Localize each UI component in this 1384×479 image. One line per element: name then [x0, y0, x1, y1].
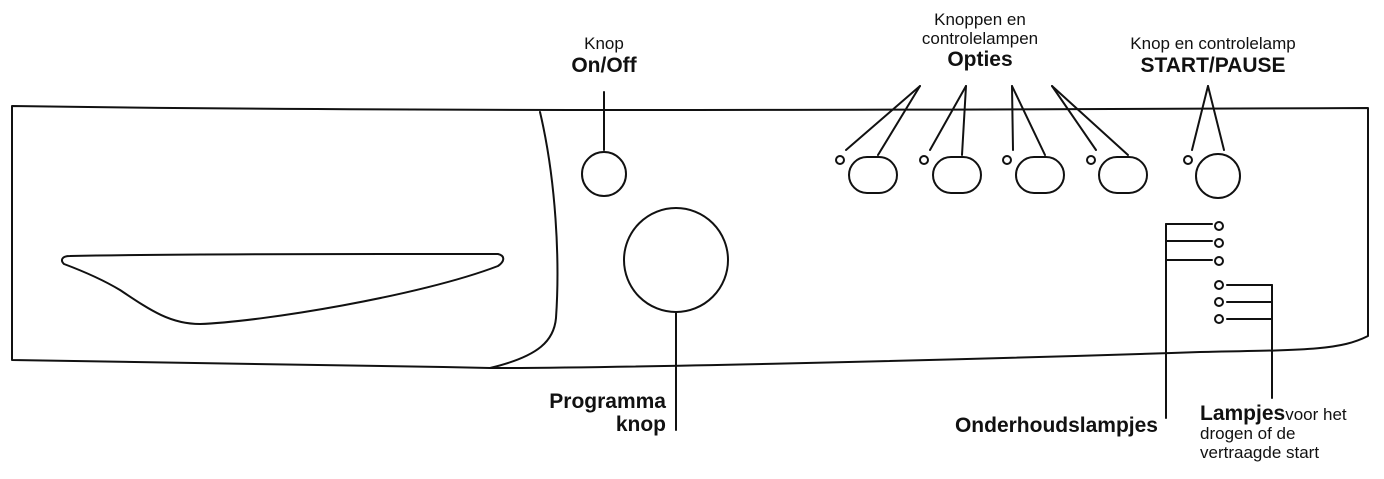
maintenance-lamp-1: [1214, 221, 1224, 231]
detergent-drawer-divider: [489, 111, 559, 369]
option-button-1: [848, 156, 898, 194]
start-pause-button: [1195, 153, 1241, 199]
drying-lamps-label-bold: Lampjes: [1200, 402, 1286, 425]
drying-lamps-label: Lampjesvoor het drogen of de vertraagde …: [1200, 402, 1380, 462]
option-button-4: [1098, 156, 1148, 194]
program-knob-label-line1: Programma: [549, 390, 666, 413]
start-pause-label-line1: Knop en controlelamp: [1130, 34, 1296, 53]
program-knob-label: Programma knop: [500, 390, 666, 436]
program-knob-label-line2: knop: [615, 413, 666, 437]
option-lamp-3: [1002, 155, 1012, 165]
drying-lamp-3: [1214, 314, 1224, 324]
option-lamp-1: [835, 155, 845, 165]
program-knob: [623, 207, 729, 313]
option-lamp-4: [1086, 155, 1096, 165]
maintenance-lamp-3: [1214, 256, 1224, 266]
onoff-label: Knop On/Off: [544, 34, 664, 77]
option-button-3: [1015, 156, 1065, 194]
options-label-line3: Opties: [947, 48, 1013, 72]
onoff-label-line1: Knop: [584, 34, 624, 53]
options-label: Knoppen en controlelampen Opties: [880, 10, 1080, 72]
option-button-2: [932, 156, 982, 194]
panel-outline: [11, 105, 1369, 369]
maintenance-lamp-2: [1214, 238, 1224, 248]
onoff-label-line2: On/Off: [571, 53, 637, 77]
start-pause-label-line2: START/PAUSE: [1140, 53, 1286, 77]
maintenance-lamps-label: Onderhoudslampjes: [930, 414, 1158, 437]
drying-lamps-label-rest2: drogen of de: [1200, 424, 1296, 444]
options-label-line1: Knoppen en: [934, 10, 1026, 29]
options-label-line2: controlelampen: [921, 28, 1039, 48]
start-pause-lamp: [1183, 155, 1193, 165]
onoff-button: [581, 151, 627, 197]
maintenance-lamps-label-text: Onderhoudslampjes: [954, 414, 1158, 437]
option-lamp-2: [919, 155, 929, 165]
start-pause-label: Knop en controlelamp START/PAUSE: [1088, 34, 1338, 77]
detergent-drawer-handle: [61, 253, 505, 325]
drying-lamp-1: [1214, 280, 1224, 290]
drying-lamps-label-rest3: vertraagde start: [1200, 442, 1320, 462]
drying-lamps-label-rest1: voor het: [1285, 405, 1347, 424]
drying-lamp-2: [1214, 297, 1224, 307]
